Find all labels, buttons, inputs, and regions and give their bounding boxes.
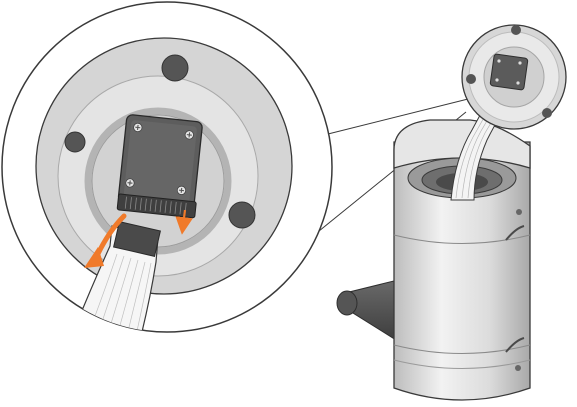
- lid-small: [462, 25, 566, 129]
- enclosure-body: [337, 88, 530, 400]
- zoom-detail-circle: [2, 2, 332, 340]
- camera-board: [117, 114, 205, 218]
